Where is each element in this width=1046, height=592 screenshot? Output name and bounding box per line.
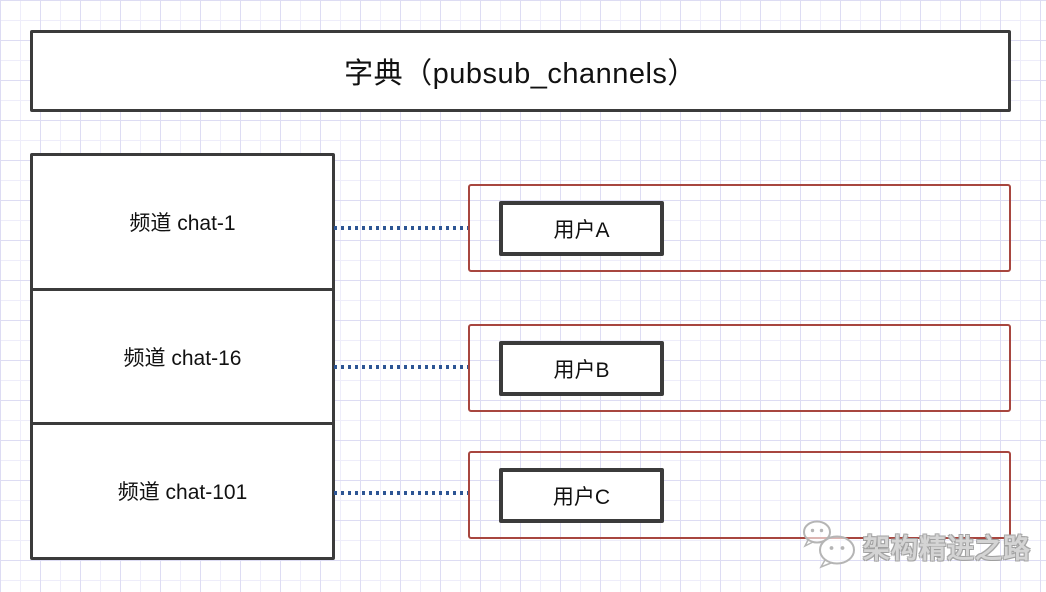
connector-dotted-line (334, 491, 468, 495)
channel-label: 频道 chat-101 (117, 481, 248, 505)
subscriber-list-chat-101: 用户C (468, 451, 1011, 539)
dictionary-title: 字典（pubsub_channels） (344, 58, 697, 90)
subscriber-label: 用户A (553, 218, 610, 242)
subscriber-box: 用户B (499, 341, 664, 396)
channel-label: 频道 chat-1 (129, 211, 236, 235)
connector-dotted-line (334, 226, 468, 230)
subscriber-box: 用户C (499, 468, 664, 523)
subscriber-list-chat-1: 用户A (468, 184, 1011, 272)
channel-label: 频道 chat-16 (123, 346, 242, 370)
connector-dotted-line (334, 365, 468, 369)
subscriber-box: 用户A (499, 201, 664, 256)
subscriber-list-chat-16: 用户B (468, 324, 1011, 412)
channel-row-chat-1: 频道 chat-1 (33, 156, 332, 288)
channel-row-chat-101: 频道 chat-101 (33, 422, 332, 557)
subscriber-label: 用户B (553, 358, 610, 382)
dictionary-title-box: 字典（pubsub_channels） (30, 30, 1011, 112)
channel-table: 频道 chat-1 频道 chat-16 频道 chat-101 (30, 153, 335, 560)
subscriber-label: 用户C (552, 485, 611, 509)
channel-row-chat-16: 频道 chat-16 (33, 287, 332, 423)
